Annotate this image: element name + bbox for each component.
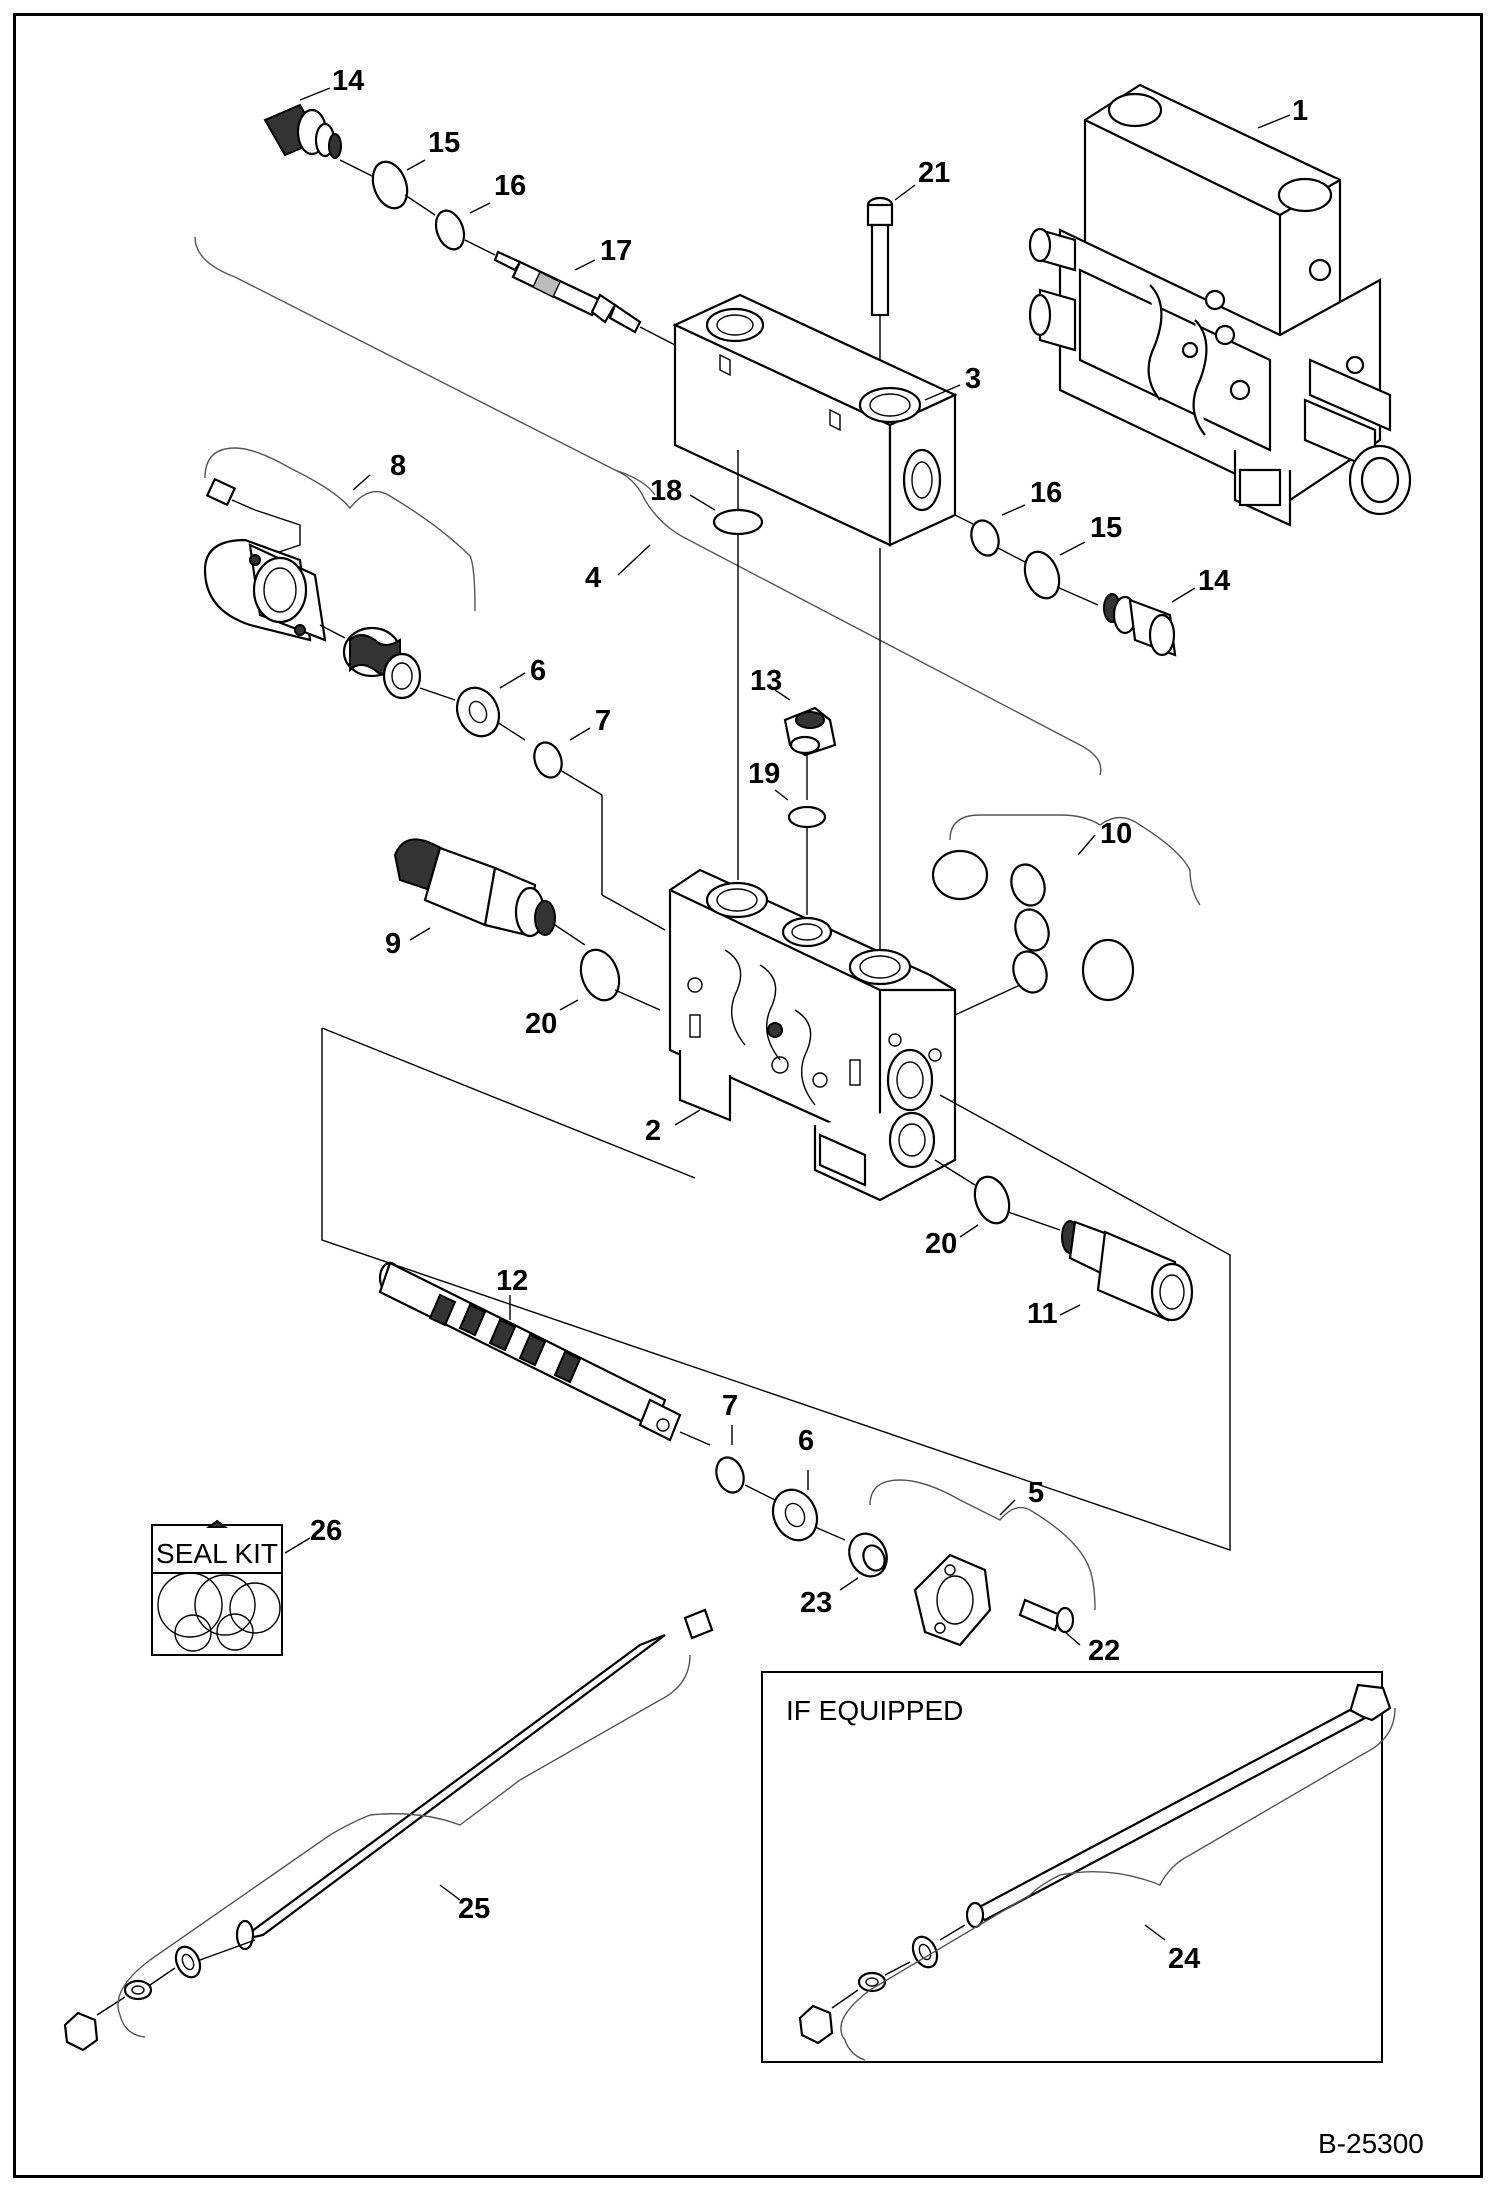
part-25-tie-rod [63, 1608, 714, 2052]
seal-kit-label: SEAL KIT [156, 1538, 278, 1569]
part-16-oring-right [970, 519, 1000, 557]
part-7-oring-lower [715, 1456, 745, 1494]
part-11-fitting [1061, 1220, 1194, 1322]
part-18-oring [712, 508, 764, 536]
callout-6-upper: 6 [530, 655, 546, 687]
callout-14-upper: 14 [332, 65, 364, 97]
callout-17: 17 [600, 235, 632, 267]
part-22-bolt [1018, 1598, 1075, 1634]
callout-19: 19 [748, 758, 780, 790]
part-14-plug-upper [263, 103, 342, 159]
callout-18: 18 [650, 475, 682, 507]
part-8-spring [342, 626, 422, 700]
part-19-oring [787, 805, 827, 829]
callout-21: 21 [918, 157, 950, 189]
callout-25: 25 [458, 1893, 490, 1925]
callout-1: 1 [1292, 95, 1308, 127]
callout-16-upper: 16 [494, 170, 526, 202]
part-6-washer-lower [771, 1488, 819, 1542]
part-5-end-cap [913, 1553, 992, 1647]
callout-15-upper: 15 [428, 127, 460, 159]
callout-11: 11 [1027, 1298, 1058, 1330]
part-10-seal-kit-rings [931, 849, 1135, 1002]
part-3-valve-block [672, 293, 958, 547]
callout-23: 23 [800, 1587, 832, 1619]
callout-24: 24 [1168, 1943, 1200, 1975]
part-23-wiper [848, 1532, 888, 1578]
callout-20-left: 20 [525, 1008, 557, 1040]
callout-2: 2 [645, 1115, 661, 1147]
figure-id: B-25300 [1318, 2128, 1424, 2159]
callout-9: 9 [385, 928, 401, 960]
callout-13: 13 [750, 665, 782, 697]
callout-15-right: 15 [1090, 512, 1122, 544]
part-24-tie-rod-optional [798, 1683, 1392, 2045]
callout-7-upper: 7 [595, 705, 611, 737]
seal-kit-package: SEAL KIT [151, 1519, 283, 1656]
part-15-oring-right [1023, 550, 1061, 600]
part-17-poppet [493, 250, 642, 334]
callout-14-right: 14 [1198, 565, 1230, 597]
part-14-plug-right [1103, 593, 1177, 657]
part-2-valve-section [668, 868, 957, 1202]
part-7-oring-upper [533, 741, 563, 779]
callout-7-lower: 7 [722, 1390, 738, 1422]
part-16-oring-upper [434, 209, 466, 251]
callout-6-lower: 6 [798, 1425, 814, 1457]
part-6-washer-upper [455, 686, 501, 738]
part-9-relief-valve [393, 838, 556, 938]
part-8-cover [203, 477, 327, 642]
callout-10: 10 [1100, 818, 1132, 850]
if-equipped-label: IF EQUIPPED [786, 1695, 963, 1726]
callout-22: 22 [1088, 1635, 1120, 1667]
part-21-bolt [866, 196, 894, 317]
part-20-oring-right [973, 1175, 1011, 1225]
part-20-oring-left [579, 948, 621, 1002]
part-13-plug [783, 706, 837, 757]
callout-8: 8 [390, 450, 406, 482]
callout-4: 4 [585, 562, 601, 594]
callout-26: 26 [310, 1515, 342, 1547]
callout-16-right: 16 [1030, 477, 1062, 509]
callout-3: 3 [965, 363, 981, 395]
callout-5: 5 [1028, 1477, 1044, 1509]
part-12-spool [378, 1261, 682, 1442]
if-equipped-box [761, 1671, 1383, 2063]
callout-12: 12 [496, 1265, 528, 1297]
part-15-oring-upper [371, 160, 409, 210]
callout-20-right: 20 [925, 1228, 957, 1260]
valve-assembly-overview [1028, 83, 1412, 527]
